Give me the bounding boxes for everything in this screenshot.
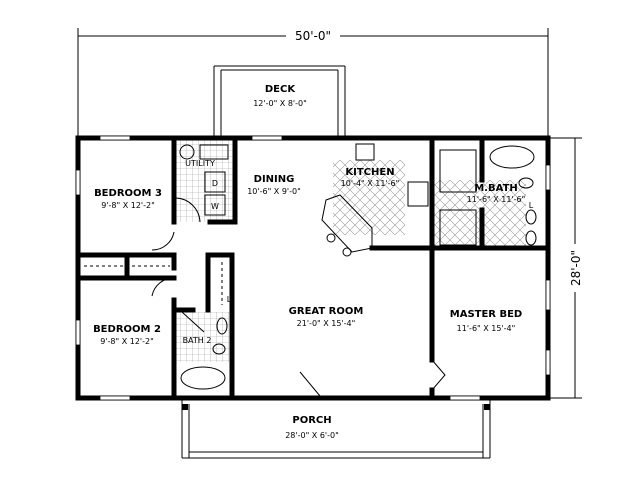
- width-dimension: 50'-0": [77, 28, 549, 138]
- depth-dimension: 28'-0": [550, 137, 583, 399]
- great-room-size: 21'-0" X 15'-4": [297, 319, 356, 328]
- dining-size: 10'-6" X 9'-0": [247, 187, 301, 196]
- kitchen-name: KITCHEN: [345, 167, 394, 178]
- kitchen-size: 10'-4" X 11'-6": [341, 179, 400, 188]
- bedroom3-name: BEDROOM 3: [94, 188, 162, 199]
- closet-2: [439, 209, 477, 246]
- mbath-size: 11'-6" X 11'-6": [467, 195, 526, 204]
- room-labels: UTILITY BEDROOM 3 9'-8" X 12'-2" DINING …: [93, 159, 525, 346]
- bath2-linen-label: L: [227, 295, 232, 304]
- doors: [151, 197, 446, 397]
- porch-size: 28'-0" X 6'-0": [285, 431, 339, 440]
- porch: PORCH 28'-0" X 6'-0": [181, 398, 491, 459]
- dryer: [204, 171, 226, 193]
- fixtures: D W L L: [179, 143, 537, 390]
- windows: [75, 135, 551, 401]
- mbath-toilet: [518, 177, 534, 189]
- mbath-linen-label: L: [529, 201, 534, 210]
- kitchen-island: [321, 194, 373, 253]
- deck-name: DECK: [265, 84, 296, 95]
- closet-1: [439, 149, 477, 193]
- kitchen-floor: [333, 160, 405, 235]
- mbath-sink-2: [525, 230, 537, 246]
- deck-size: 12'-0" X 8'-0": [253, 99, 307, 108]
- mbath-tub: [489, 145, 535, 169]
- interior-walls: [75, 135, 551, 401]
- utility-name: UTILITY: [185, 159, 215, 168]
- deck: DECK 12'-0" X 8'-0": [213, 65, 346, 138]
- mbath-sink-1: [525, 209, 537, 225]
- washer: [204, 194, 226, 216]
- bath2-tub: [180, 366, 226, 390]
- porch-name: PORCH: [292, 415, 331, 426]
- bedroom2-name: BEDROOM 2: [93, 324, 161, 335]
- great-room-name: GREAT ROOM: [289, 306, 364, 317]
- dining-name: DINING: [254, 174, 295, 185]
- master-bed-size: 11'-6" X 15'-4": [457, 324, 516, 333]
- range: [407, 181, 429, 207]
- bath2-sink: [216, 317, 228, 335]
- depth-label: 28'-0": [569, 250, 583, 286]
- master-bed-name: MASTER BED: [450, 309, 522, 320]
- bedroom2-size: 9'-8" X 12'-2": [100, 337, 154, 346]
- kitchen-sink: [355, 143, 375, 161]
- washer-label: W: [211, 202, 219, 211]
- bedroom3-size: 9'-8" X 12'-2": [101, 201, 155, 210]
- exterior-walls: [75, 135, 551, 401]
- mbath-name: M.BATH: [474, 183, 518, 194]
- bath2-name: BATH 2: [183, 336, 212, 345]
- dryer-label: D: [212, 179, 218, 188]
- bath2-toilet: [212, 343, 226, 355]
- width-label: 50'-0": [295, 29, 331, 43]
- water-heater: [179, 144, 195, 160]
